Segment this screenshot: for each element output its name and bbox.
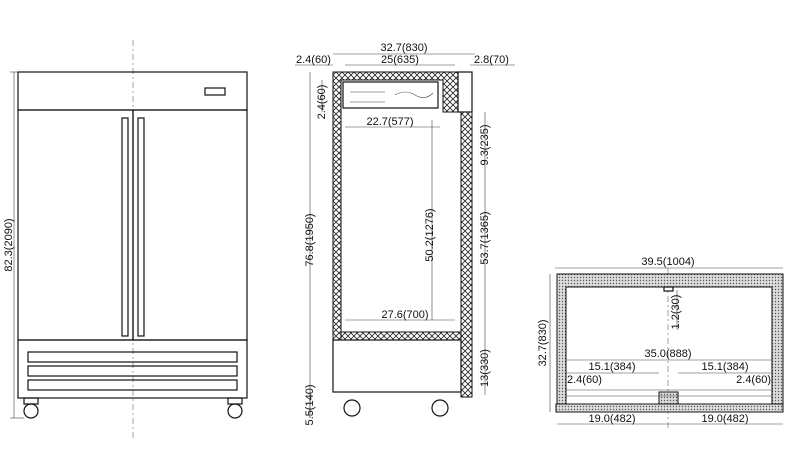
base-height-label: 13(330) xyxy=(479,349,491,387)
interior-height-label: 50.2(1276) xyxy=(424,208,436,261)
interior-depth-label: 25(635) xyxy=(381,54,419,66)
door-section xyxy=(460,111,473,398)
shelf-depth-label: 22.7(577) xyxy=(366,116,413,128)
control-panel xyxy=(17,71,248,111)
right-handle xyxy=(137,117,145,337)
side-base xyxy=(332,339,462,393)
evaporator-unit xyxy=(342,81,439,109)
side-height-label: 76.8(1950) xyxy=(304,213,316,266)
top-section-label: 9.3(235) xyxy=(479,125,491,166)
left-wall-label: 2.4(60) xyxy=(567,374,602,386)
front-view: 82.3(2090) xyxy=(3,40,248,440)
caster-icon xyxy=(227,397,243,419)
door-height-label: 53.7(1365) xyxy=(479,211,491,264)
caster-icon xyxy=(343,399,361,417)
left-handle xyxy=(121,117,129,337)
front-height-label: 82.3(2090) xyxy=(3,218,15,271)
mullion xyxy=(658,391,679,405)
mullion-gap-label: 1.2(30) xyxy=(670,295,682,330)
right-door xyxy=(132,109,248,341)
caster-height-label: 5.5(140) xyxy=(304,385,316,426)
bottom-depth-label: 27.6(700) xyxy=(381,309,428,321)
plan-view: 39.5(1004) 32.7(830) 1.2(30) 35.0(888) 1… xyxy=(537,256,784,430)
side-view: 32.7(830) 2.4(60) 25(635) 2.8(70) 2.4(60… xyxy=(295,42,515,425)
caster-icon xyxy=(23,397,39,419)
interior-width-label: 35.0(888) xyxy=(644,348,691,360)
caster-icon xyxy=(431,399,449,417)
base-grille xyxy=(17,339,248,399)
thermostat-icon xyxy=(204,87,226,96)
left-door xyxy=(17,109,134,341)
left-door-label: 19.0(482) xyxy=(588,413,635,425)
plan-depth-label: 32.7(830) xyxy=(537,319,549,366)
doors-plan xyxy=(555,403,784,413)
left-inner-label: 15.1(384) xyxy=(588,361,635,373)
top-wall-label: 2.4(60) xyxy=(316,85,328,120)
side-depth-label: 32.7(830) xyxy=(380,42,427,54)
plan-width-label: 39.5(1004) xyxy=(641,256,694,268)
right-wall-label: 2.4(60) xyxy=(736,374,771,386)
rear-gap-label: 2.4(60) xyxy=(296,54,331,66)
right-door-label: 19.0(482) xyxy=(701,413,748,425)
right-inner-label: 15.1(384) xyxy=(701,361,748,373)
door-depth-label: 2.8(70) xyxy=(474,54,509,66)
